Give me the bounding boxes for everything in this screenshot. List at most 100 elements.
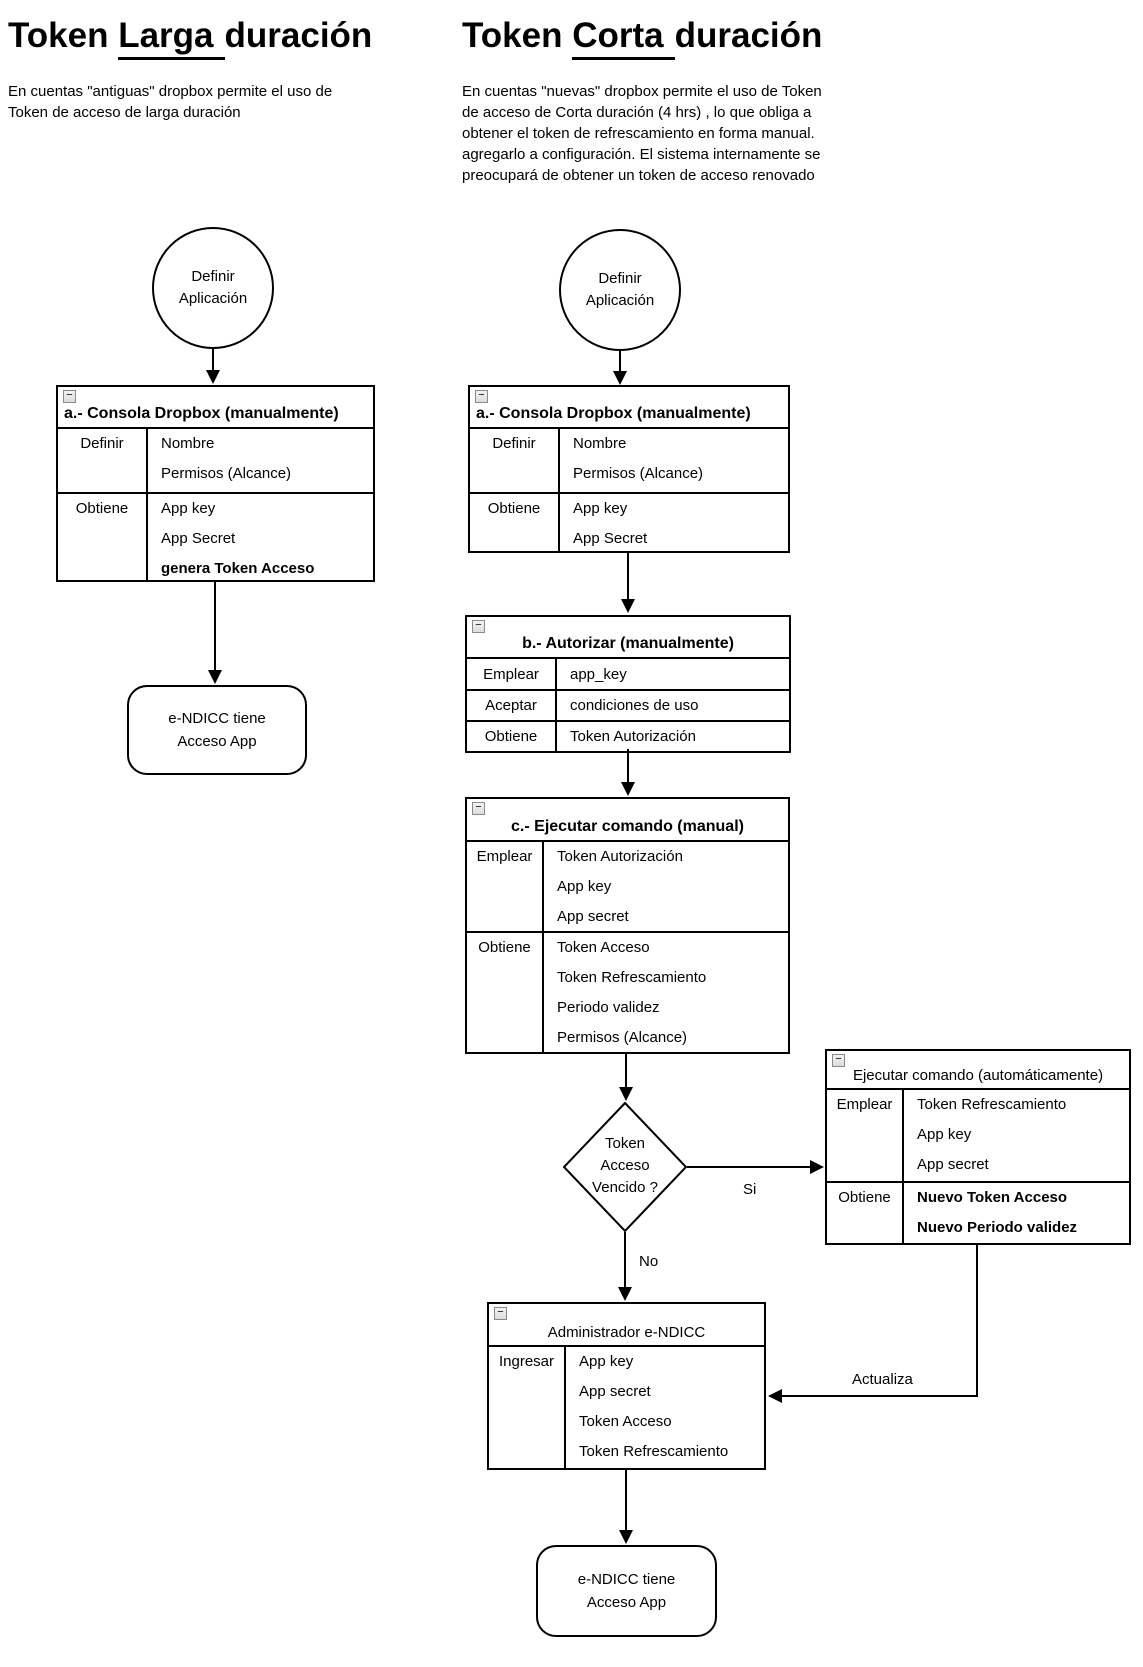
row-label: Ingresar bbox=[489, 1347, 566, 1468]
connector-line bbox=[627, 553, 629, 599]
cell-item: App Secret bbox=[573, 530, 648, 547]
collapse-icon[interactable]: − bbox=[472, 802, 485, 815]
table-title-row: − a.- Consola Dropbox (manualmente) bbox=[58, 387, 373, 429]
cell-item: App key bbox=[573, 500, 628, 517]
collapse-icon[interactable]: − bbox=[63, 390, 76, 403]
collapse-icon[interactable]: − bbox=[472, 620, 485, 633]
cell-item: App Secret bbox=[161, 530, 236, 547]
row-cell: condiciones de uso bbox=[557, 691, 789, 720]
arrowhead-down bbox=[618, 1287, 632, 1301]
row-cell: Token Acceso Token Refrescamiento Period… bbox=[544, 933, 788, 1052]
decision-yes-label: Si bbox=[741, 1181, 759, 1198]
arrowhead-down bbox=[621, 782, 635, 796]
cell-item: Token Acceso bbox=[579, 1413, 672, 1430]
row-cell: Nuevo Token Acceso Nuevo Periodo validez bbox=[904, 1183, 1129, 1243]
table-title-row: − b.- Autorizar (manualmente) bbox=[467, 617, 789, 659]
cell-item: Token Acceso bbox=[557, 939, 650, 956]
connector-line bbox=[624, 1232, 626, 1287]
connector-line bbox=[625, 1470, 627, 1530]
cell-item: App key bbox=[917, 1126, 972, 1143]
cell-item: Token Autorización bbox=[570, 728, 696, 745]
command-table: − c.- Ejecutar comando (manual) Emplear … bbox=[465, 797, 790, 1054]
decision-label: Token Acceso Vencido ? bbox=[592, 1135, 658, 1196]
row-label: Obtiene bbox=[470, 494, 560, 551]
left-heading-underlined: Larga bbox=[118, 16, 225, 60]
arrowhead-left bbox=[768, 1389, 782, 1403]
table-row: Aceptar condiciones de uso bbox=[467, 689, 789, 720]
row-label: Emplear bbox=[467, 842, 544, 931]
cell-item: Nuevo Token Acceso bbox=[917, 1189, 1068, 1206]
right-description: En cuentas "nuevas" dropbox permite el u… bbox=[462, 83, 822, 184]
connector-line bbox=[625, 1052, 627, 1087]
decision-no-label: No bbox=[637, 1253, 661, 1270]
table-row: Emplear app_key bbox=[467, 659, 789, 689]
connector-line bbox=[212, 349, 214, 371]
left-heading-pre: Token bbox=[8, 16, 119, 55]
row-cell: App key App secret Token Acceso Token Re… bbox=[566, 1347, 764, 1468]
table-row: Obtiene Nuevo Token Acceso Nuevo Periodo… bbox=[827, 1181, 1129, 1243]
left-heading-post: duración bbox=[224, 16, 373, 55]
row-cell: app_key bbox=[557, 659, 789, 689]
arrowhead-down bbox=[206, 370, 220, 384]
cell-item: Token Refrescamiento bbox=[579, 1443, 729, 1460]
row-cell: Nombre Permisos (Alcance) bbox=[560, 429, 788, 492]
cell-item: App key bbox=[557, 878, 612, 895]
connector-line bbox=[687, 1166, 811, 1168]
table-title: a.- Consola Dropbox (manualmente) bbox=[476, 405, 751, 422]
connector-line bbox=[976, 1243, 978, 1397]
row-cell: Token Autorización App key App secret bbox=[544, 842, 788, 931]
left-start-node: Definir Aplicación bbox=[152, 227, 274, 349]
table-row: Emplear Token Autorización App key App s… bbox=[467, 842, 788, 931]
arrowhead-down bbox=[621, 599, 635, 613]
collapse-icon[interactable]: − bbox=[475, 390, 488, 403]
row-label: Obtiene bbox=[467, 722, 557, 751]
console-table-long: − a.- Consola Dropbox (manualmente) Defi… bbox=[56, 385, 375, 582]
cell-item: genera Token Acceso bbox=[161, 560, 315, 577]
row-label: Definir bbox=[58, 429, 148, 492]
collapse-icon[interactable]: − bbox=[494, 1307, 507, 1320]
row-cell: App key App Secret genera Token Acceso bbox=[148, 494, 373, 580]
table-row: Obtiene App key App Secret bbox=[470, 492, 788, 551]
table-row: Obtiene App key App Secret genera Token … bbox=[58, 492, 373, 580]
connector-line bbox=[214, 581, 216, 670]
row-label: Obtiene bbox=[58, 494, 148, 580]
cell-item: App secret bbox=[917, 1156, 989, 1173]
cell-item: App secret bbox=[579, 1383, 651, 1400]
connector-line bbox=[627, 749, 629, 782]
table-title-row: − Ejecutar comando (automáticamente) bbox=[827, 1051, 1129, 1090]
cell-item: App secret bbox=[557, 908, 629, 925]
cell-item: Token Refrescamiento bbox=[557, 969, 707, 986]
arrowhead-right bbox=[810, 1160, 824, 1174]
table-title-row: − Administrador e-NDICC bbox=[489, 1304, 764, 1347]
auto-command-table: − Ejecutar comando (automáticamente) Emp… bbox=[825, 1049, 1131, 1245]
row-label: Obtiene bbox=[467, 933, 544, 1052]
cell-item: App key bbox=[161, 500, 216, 517]
left-description: En cuentas "antiguas" dropbox permite el… bbox=[8, 83, 333, 121]
right-heading-post: duración bbox=[674, 16, 823, 55]
cell-item: Permisos (Alcance) bbox=[573, 465, 704, 482]
table-row: Definir Nombre Permisos (Alcance) bbox=[470, 429, 788, 492]
table-row: Obtiene Token Acceso Token Refrescamient… bbox=[467, 931, 788, 1052]
cell-item: Periodo validez bbox=[557, 999, 660, 1016]
right-end-node: e-NDICC tiene Acceso App bbox=[536, 1545, 717, 1637]
row-cell: Token Autorización bbox=[557, 722, 789, 751]
table-title-row: − a.- Consola Dropbox (manualmente) bbox=[470, 387, 788, 429]
admin-table: − Administrador e-NDICC Ingresar App key… bbox=[487, 1302, 766, 1470]
cell-item: Permisos (Alcance) bbox=[557, 1029, 688, 1046]
collapse-icon[interactable]: − bbox=[832, 1054, 845, 1067]
update-edge-label: Actualiza bbox=[850, 1371, 915, 1388]
right-heading-pre: Token bbox=[462, 16, 573, 55]
cell-item: condiciones de uso bbox=[570, 697, 699, 714]
arrowhead-down bbox=[613, 371, 627, 385]
cell-item: App key bbox=[579, 1353, 634, 1370]
row-label: Emplear bbox=[827, 1090, 904, 1181]
right-heading-underlined: Corta bbox=[572, 16, 675, 60]
cell-item: Token Autorización bbox=[557, 848, 683, 865]
console-table-short: − a.- Consola Dropbox (manualmente) Defi… bbox=[468, 385, 790, 553]
table-row: Definir Nombre Permisos (Alcance) bbox=[58, 429, 373, 492]
cell-item: Nombre bbox=[573, 435, 627, 452]
row-cell: Token Refrescamiento App key App secret bbox=[904, 1090, 1129, 1181]
arrowhead-down bbox=[619, 1530, 633, 1544]
